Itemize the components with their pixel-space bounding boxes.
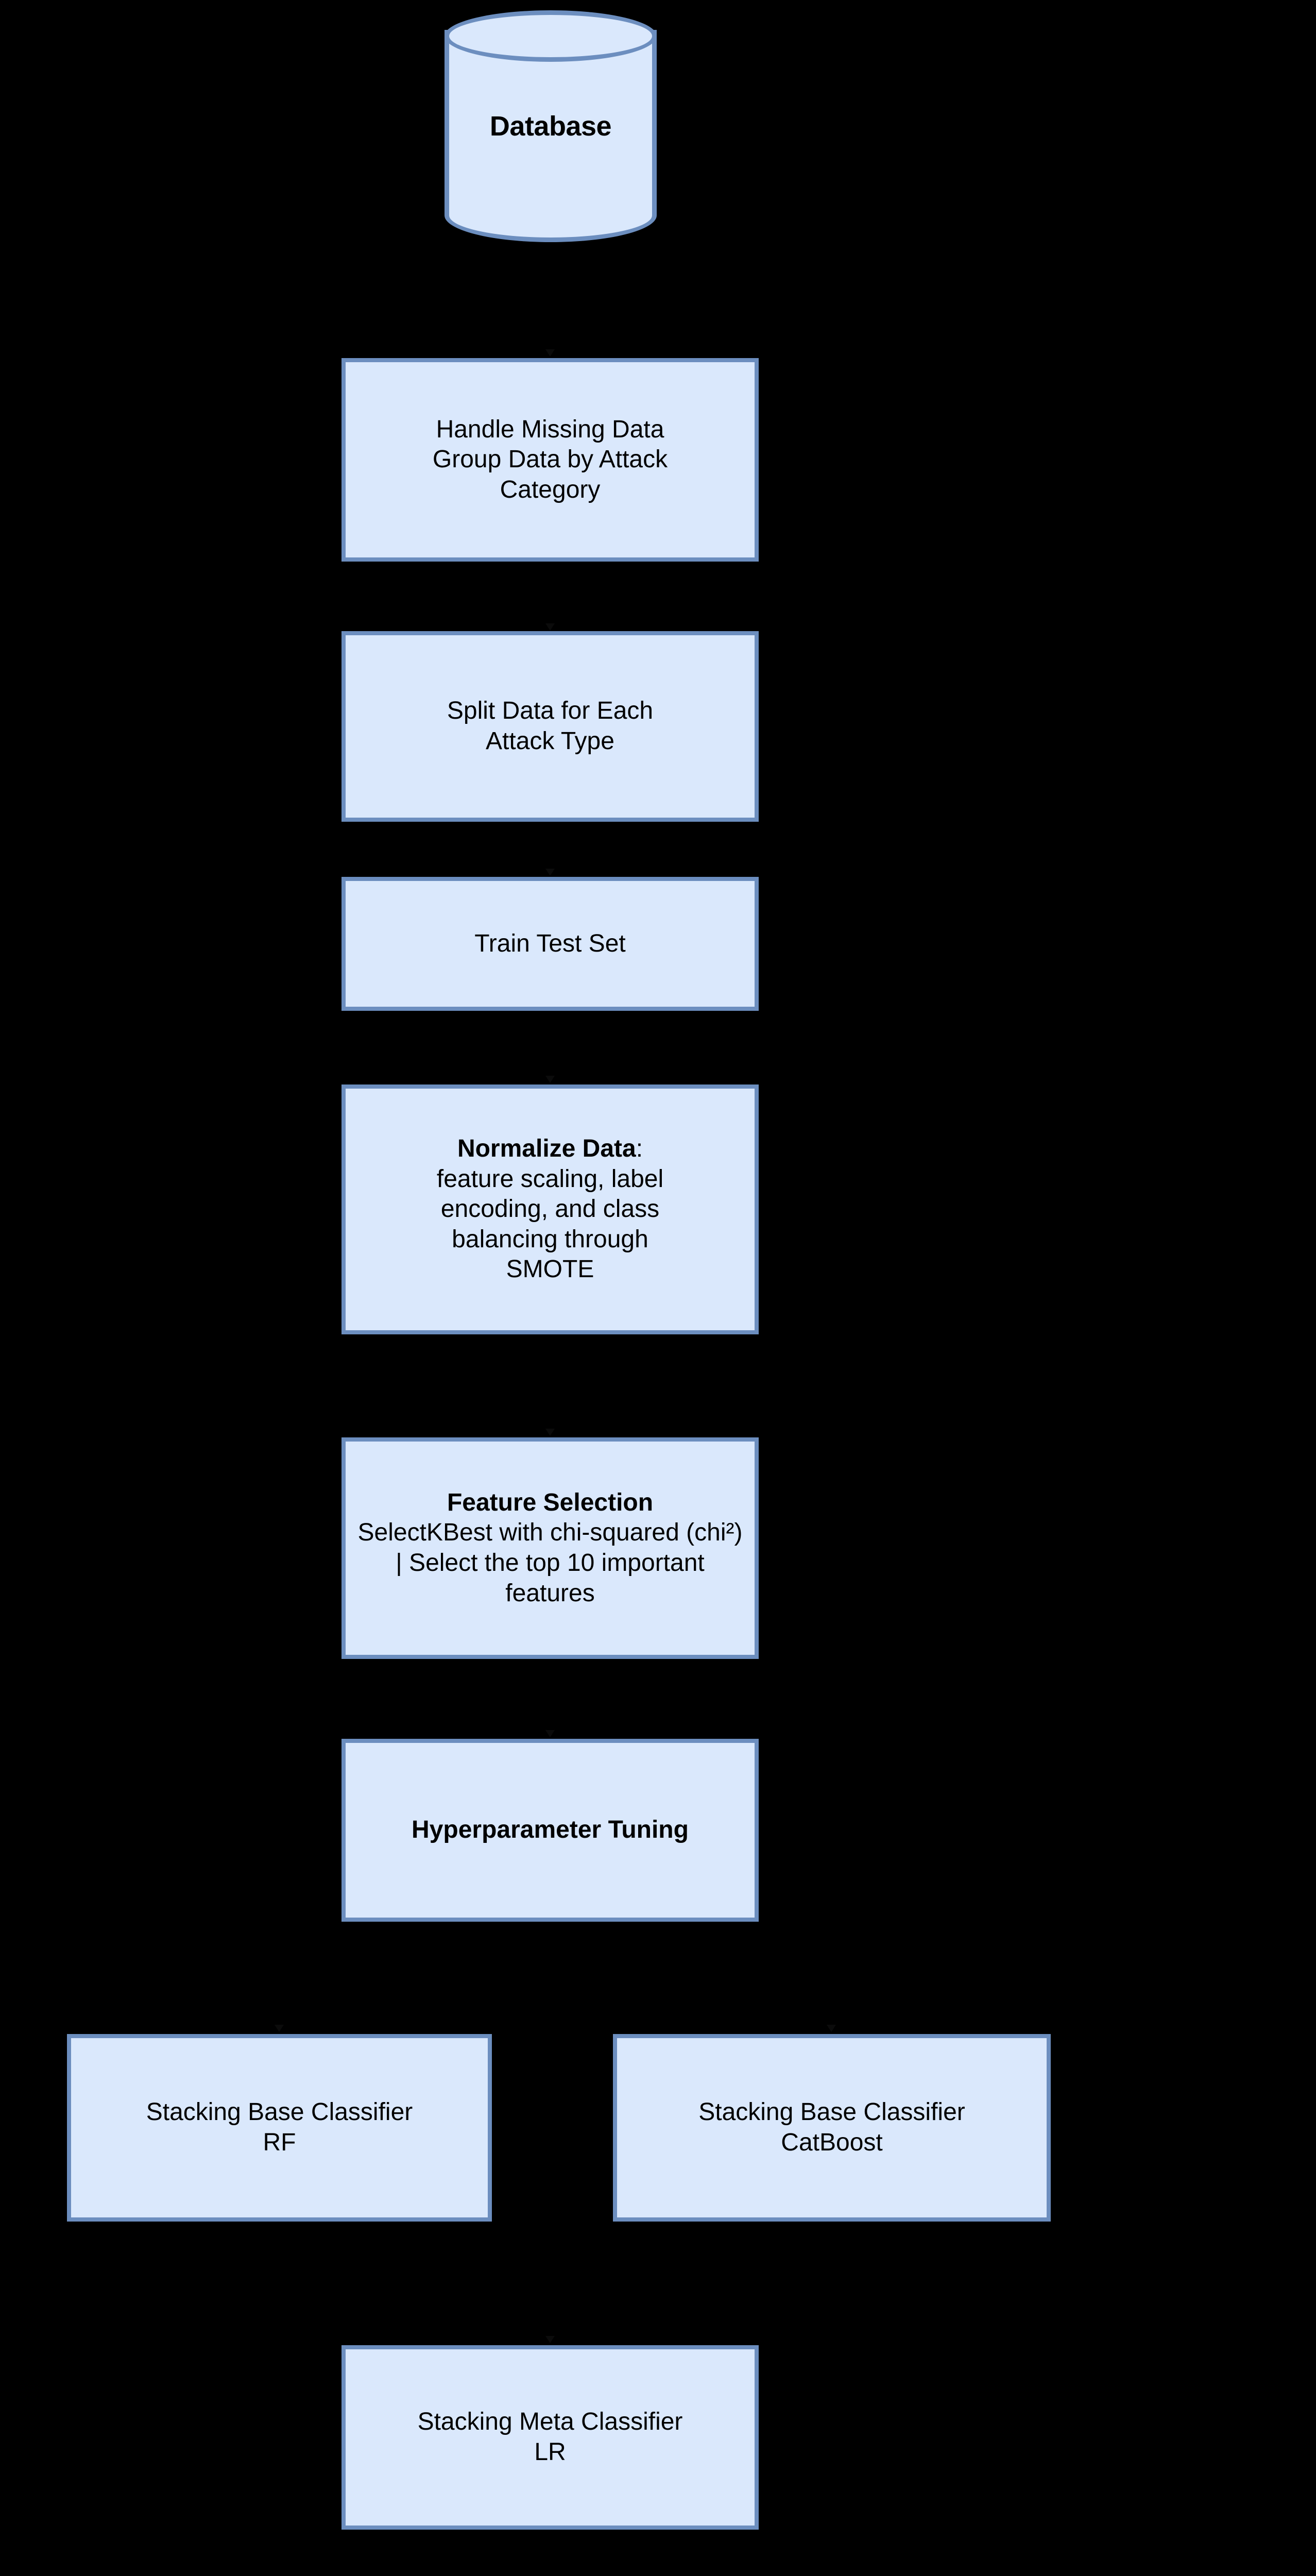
- arrowhead-feature-selection: [545, 1429, 555, 1436]
- edge-rf-down: [279, 2222, 280, 2282]
- feature-selection-heading: Feature Selection: [447, 1488, 654, 1516]
- normalize-data-heading: Normalize Data: [457, 1135, 636, 1163]
- normalize-data-heading-suffix: :: [636, 1135, 643, 1163]
- node-stacking-meta-lr[interactable]: Stacking Meta Classifier LR: [341, 2345, 759, 2530]
- database-label: Database: [489, 111, 612, 142]
- arrowhead-train-test-set: [545, 869, 555, 876]
- edge-bus-to-meta-lr: [550, 2282, 551, 2336]
- arrowhead-stacking-meta-lr: [545, 2336, 555, 2343]
- hyperparameter-tuning-label: Hyperparameter Tuning: [412, 1816, 689, 1844]
- handle-missing-data-label: Handle Missing Data Group Data by Attack…: [432, 415, 668, 503]
- edge-split-to-train-test: [550, 822, 551, 870]
- arrowhead-split-data: [545, 623, 555, 631]
- stacking-meta-lr-label: Stacking Meta Classifier LR: [417, 2408, 683, 2466]
- arrowhead-handle-missing: [545, 349, 555, 357]
- arrowhead-hyperparameter-tuning: [545, 1730, 555, 1737]
- split-data-label: Split Data for Each Attack Type: [447, 697, 654, 755]
- stacking-base-rf-label: Stacking Base Classifier RF: [146, 2098, 413, 2156]
- edge-catboost-down: [831, 2222, 832, 2282]
- edge-hyperparameter-down: [550, 1922, 551, 1978]
- edge-hyperparameter-split-bus: [279, 1978, 832, 1980]
- node-handle-missing-data[interactable]: Handle Missing Data Group Data by Attack…: [341, 358, 759, 562]
- edge-database-to-handle-missing: [550, 242, 551, 350]
- edge-bus-to-rf: [279, 1978, 280, 2026]
- edge-meta-lr-to-evaluate: [550, 2530, 551, 2576]
- cylinder-top-ellipse: [445, 10, 657, 62]
- node-train-test-set[interactable]: Train Test Set: [341, 877, 759, 1011]
- node-stacking-base-catboost[interactable]: Stacking Base Classifier CatBoost: [613, 2034, 1051, 2222]
- arrowhead-stacking-base-catboost: [827, 2025, 836, 2032]
- edge-merge-bus: [279, 2282, 832, 2284]
- edge-bus-to-catboost: [831, 1978, 832, 2026]
- train-test-set-label: Train Test Set: [474, 929, 626, 957]
- node-feature-selection[interactable]: Feature Selection SelectKBest with chi-s…: [341, 1437, 759, 1659]
- node-hyperparameter-tuning[interactable]: Hyperparameter Tuning: [341, 1739, 759, 1922]
- cylinder-body: [445, 30, 657, 242]
- normalize-data-body: feature scaling, label encoding, and cla…: [436, 1165, 664, 1283]
- node-split-data[interactable]: Split Data for Each Attack Type: [341, 631, 759, 822]
- feature-selection-body: SelectKBest with chi-squared (chi²) | Se…: [357, 1519, 743, 1607]
- arrowhead-normalize-data: [545, 1076, 555, 1083]
- edge-handle-missing-to-split: [550, 562, 551, 624]
- edge-train-test-to-normalize: [550, 1011, 551, 1077]
- node-normalize-data[interactable]: Normalize Data: feature scaling, label e…: [341, 1084, 759, 1334]
- stacking-base-catboost-label: Stacking Base Classifier CatBoost: [698, 2098, 965, 2156]
- node-database[interactable]: Database: [445, 10, 657, 242]
- node-stacking-base-rf[interactable]: Stacking Base Classifier RF: [67, 2034, 492, 2222]
- edge-feature-selection-to-hyperparameter: [550, 1659, 551, 1731]
- arrowhead-stacking-base-rf: [275, 2025, 284, 2032]
- edge-normalize-to-feature-selection: [550, 1334, 551, 1430]
